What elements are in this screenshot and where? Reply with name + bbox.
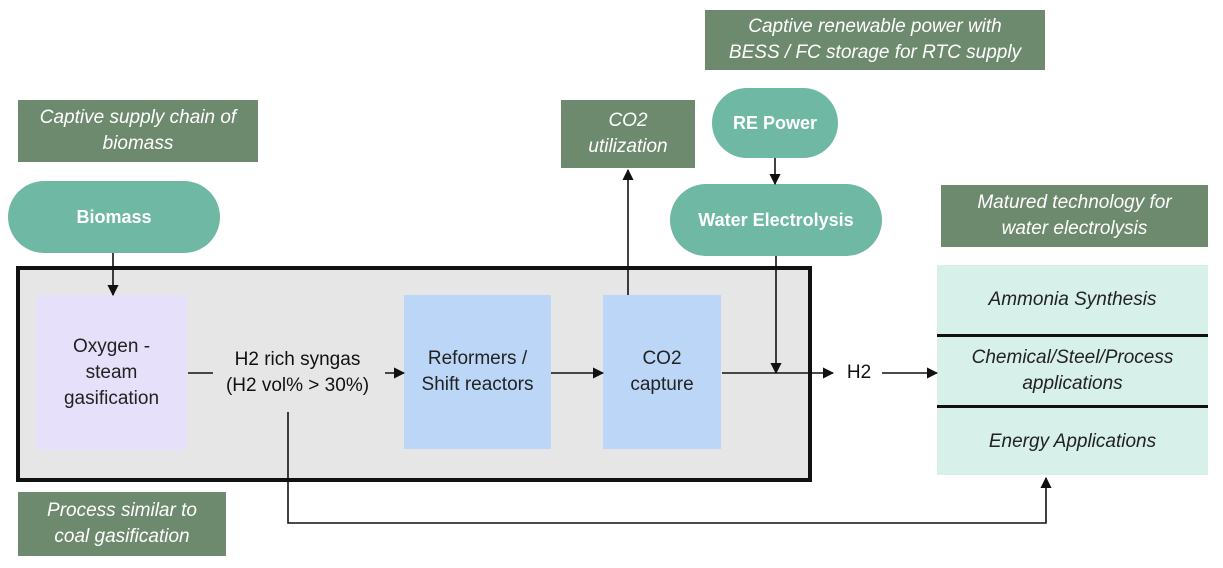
biomass-node: Biomass — [8, 181, 220, 253]
app-line: Ammonia Synthesis — [988, 289, 1157, 310]
node-label: RE Power — [732, 112, 818, 133]
box-line: capture — [630, 374, 694, 395]
note-coal-gasification: Process similar to coal gasification — [18, 492, 226, 556]
arrow-syngas-bypass-to-energy — [287, 412, 1052, 524]
re-power-node: RE Power — [712, 88, 838, 158]
note-renewable-power: Captive renewable power with BESS / FC s… — [705, 10, 1045, 70]
co2-capture-box: CO2 capture — [603, 295, 721, 449]
app-divider — [937, 405, 1208, 408]
box-line: gasification — [63, 387, 160, 409]
node-label: Water Electrolysis — [698, 209, 854, 230]
app-divider — [937, 334, 1208, 337]
water-electrolysis-node: Water Electrolysis — [670, 184, 882, 256]
note-line: biomass — [102, 133, 174, 154]
syngas-label: H2 rich syngas (H2 vol% > 30%) — [205, 344, 390, 402]
h2-label: H2 — [836, 359, 882, 387]
gasification-box: Oxygen - steam gasification — [36, 295, 187, 450]
box-line: steam — [85, 361, 138, 383]
note-line: Captive supply chain of — [39, 107, 237, 128]
note-electrolysis-tech: Matured technology for water electrolysi… — [941, 185, 1208, 247]
app-energy-applications: Energy Applications — [937, 408, 1208, 475]
note-line: Matured technology for — [977, 192, 1172, 213]
box-line: CO2 — [642, 348, 682, 369]
note-line: Process similar to — [47, 500, 197, 521]
note-co2-utilization: CO2 utilization — [561, 100, 695, 168]
note-line: BESS / FC storage for RTC supply — [728, 42, 1022, 63]
box-line: Shift reactors — [421, 374, 534, 395]
box-line: (H2 vol% > 30%) — [225, 375, 370, 396]
applications-panel: Ammonia Synthesis Chemical/Steel/Process… — [937, 265, 1208, 475]
box-line: Reformers / — [427, 348, 528, 369]
note-line: CO2 — [608, 110, 648, 131]
app-chemical-steel-process: Chemical/Steel/Process applications — [937, 337, 1208, 405]
box-line: Oxygen - — [72, 335, 151, 357]
note-line: utilization — [588, 136, 668, 157]
app-line: Chemical/Steel/Process — [971, 347, 1174, 368]
box-line: H2 rich syngas — [234, 349, 361, 370]
reformers-box: Reformers / Shift reactors — [404, 295, 551, 449]
box-line: H2 — [846, 362, 872, 383]
app-ammonia-synthesis: Ammonia Synthesis — [937, 265, 1208, 335]
note-biomass-supply: Captive supply chain of biomass — [18, 100, 258, 162]
node-label: Biomass — [76, 206, 152, 227]
note-line: Captive renewable power with — [748, 16, 1002, 37]
note-line: water electrolysis — [1001, 218, 1148, 239]
note-line: coal gasification — [54, 526, 190, 547]
app-line: Energy Applications — [988, 430, 1157, 452]
app-line: applications — [1022, 373, 1123, 394]
